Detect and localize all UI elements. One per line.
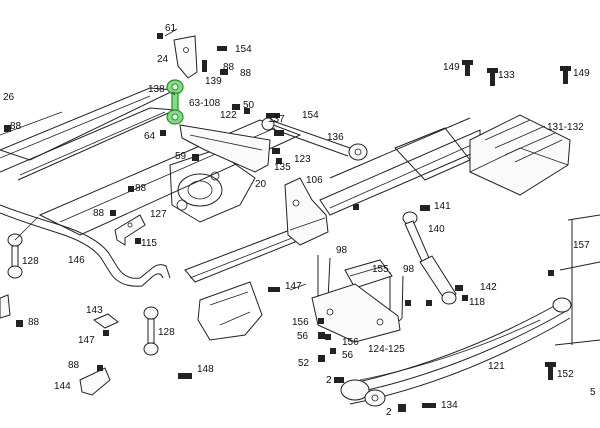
spring-pad-155 bbox=[344, 259, 393, 289]
label-124-125: 124-125 bbox=[368, 344, 405, 355]
callout-labels: 61 24 154 88 139 138 63-108 50 122 137 1… bbox=[3, 23, 596, 418]
highlighted-link-138 bbox=[166, 79, 184, 125]
label-154: 154 bbox=[235, 44, 252, 55]
label-88e: 88 bbox=[28, 317, 40, 328]
bracket-127 bbox=[114, 214, 146, 246]
bracket-144 bbox=[79, 367, 111, 396]
label-143: 143 bbox=[86, 305, 103, 316]
bracket-106 bbox=[284, 177, 329, 246]
clip-143 bbox=[92, 313, 119, 329]
label-146: 146 bbox=[68, 255, 85, 266]
label-106: 106 bbox=[306, 175, 323, 186]
label-140: 140 bbox=[428, 224, 445, 235]
label-147b: 147 bbox=[78, 335, 95, 346]
fasteners bbox=[4, 33, 571, 412]
label-56b: 56 bbox=[342, 350, 354, 361]
label-118: 118 bbox=[469, 297, 485, 308]
label-88d: 88 bbox=[93, 208, 105, 219]
label-142: 142 bbox=[480, 282, 497, 293]
label-56: 56 bbox=[297, 331, 309, 342]
label-157: 157 bbox=[573, 240, 590, 251]
label-137: 137 bbox=[268, 114, 285, 125]
label-141: 141 bbox=[434, 201, 451, 212]
label-156b: 156 bbox=[342, 337, 359, 348]
label-52: 52 bbox=[298, 358, 310, 369]
label-88g: 88 bbox=[223, 62, 235, 73]
spring-plate-124-125 bbox=[311, 283, 401, 343]
label-59: 59 bbox=[175, 151, 187, 162]
label-133: 133 bbox=[498, 70, 515, 81]
label-134: 134 bbox=[441, 400, 458, 411]
label-149: 149 bbox=[443, 62, 460, 73]
label-121: 121 bbox=[488, 361, 505, 372]
housing-157 bbox=[554, 214, 600, 346]
label-64: 64 bbox=[144, 131, 156, 142]
label-147: 147 bbox=[285, 281, 302, 292]
label-50: 50 bbox=[243, 100, 255, 111]
label-128: 128 bbox=[22, 256, 39, 267]
label-98b: 98 bbox=[403, 264, 415, 275]
chassis-frame-rail-right bbox=[319, 117, 481, 216]
label-131-132: 131-132 bbox=[547, 122, 584, 133]
axle-housing bbox=[38, 119, 302, 236]
label-136: 136 bbox=[327, 132, 344, 143]
label-24: 24 bbox=[157, 54, 169, 65]
label-88: 88 bbox=[240, 68, 252, 79]
label-5: 5 bbox=[590, 387, 596, 398]
label-154b: 154 bbox=[302, 110, 319, 121]
bracket-20 bbox=[179, 124, 271, 173]
label-152: 152 bbox=[557, 369, 574, 380]
label-88c: 88 bbox=[135, 183, 147, 194]
stabilizer-link-left bbox=[7, 233, 23, 279]
leaf-spring-121 bbox=[340, 297, 572, 407]
stabilizer-link-lower bbox=[143, 306, 159, 356]
label-26: 26 bbox=[3, 92, 15, 103]
label-144: 144 bbox=[54, 381, 71, 392]
label-98: 98 bbox=[336, 245, 348, 256]
leader-lines bbox=[0, 28, 466, 291]
bump-stop-131-132 bbox=[469, 114, 571, 196]
label-88b: 88 bbox=[10, 121, 22, 132]
label-138: 138 bbox=[148, 84, 165, 95]
label-115: 115 bbox=[141, 238, 157, 249]
shock-absorber-140 bbox=[402, 211, 457, 305]
label-122: 122 bbox=[220, 110, 237, 121]
stabilizer-bar bbox=[0, 204, 171, 287]
label-135: 135 bbox=[274, 162, 291, 173]
label-88f: 88 bbox=[68, 360, 80, 371]
label-2: 2 bbox=[326, 375, 332, 386]
label-127: 127 bbox=[150, 209, 167, 220]
label-63-108: 63-108 bbox=[189, 98, 221, 109]
label-61: 61 bbox=[165, 23, 177, 34]
chassis-frame-rail-lower bbox=[184, 229, 301, 341]
label-20: 20 bbox=[255, 179, 267, 190]
label-139: 139 bbox=[205, 76, 222, 87]
bracket-24 bbox=[173, 35, 198, 79]
label-128b: 128 bbox=[158, 327, 175, 338]
plate-edge-left bbox=[0, 294, 11, 319]
label-149b: 149 bbox=[573, 68, 590, 79]
label-155: 155 bbox=[372, 264, 389, 275]
label-2b: 2 bbox=[386, 407, 392, 418]
label-123: 123 bbox=[294, 154, 311, 165]
label-148: 148 bbox=[197, 364, 214, 375]
label-156: 156 bbox=[292, 317, 309, 328]
